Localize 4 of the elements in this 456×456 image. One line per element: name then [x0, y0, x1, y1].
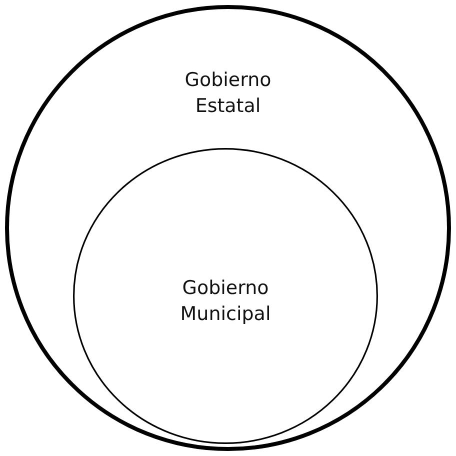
inner-circle	[73, 148, 378, 444]
region-label: Gobierno Municipal	[179, 276, 272, 327]
region-label: Gobierno Estatal	[184, 68, 272, 119]
outer-circle	[5, 5, 451, 451]
